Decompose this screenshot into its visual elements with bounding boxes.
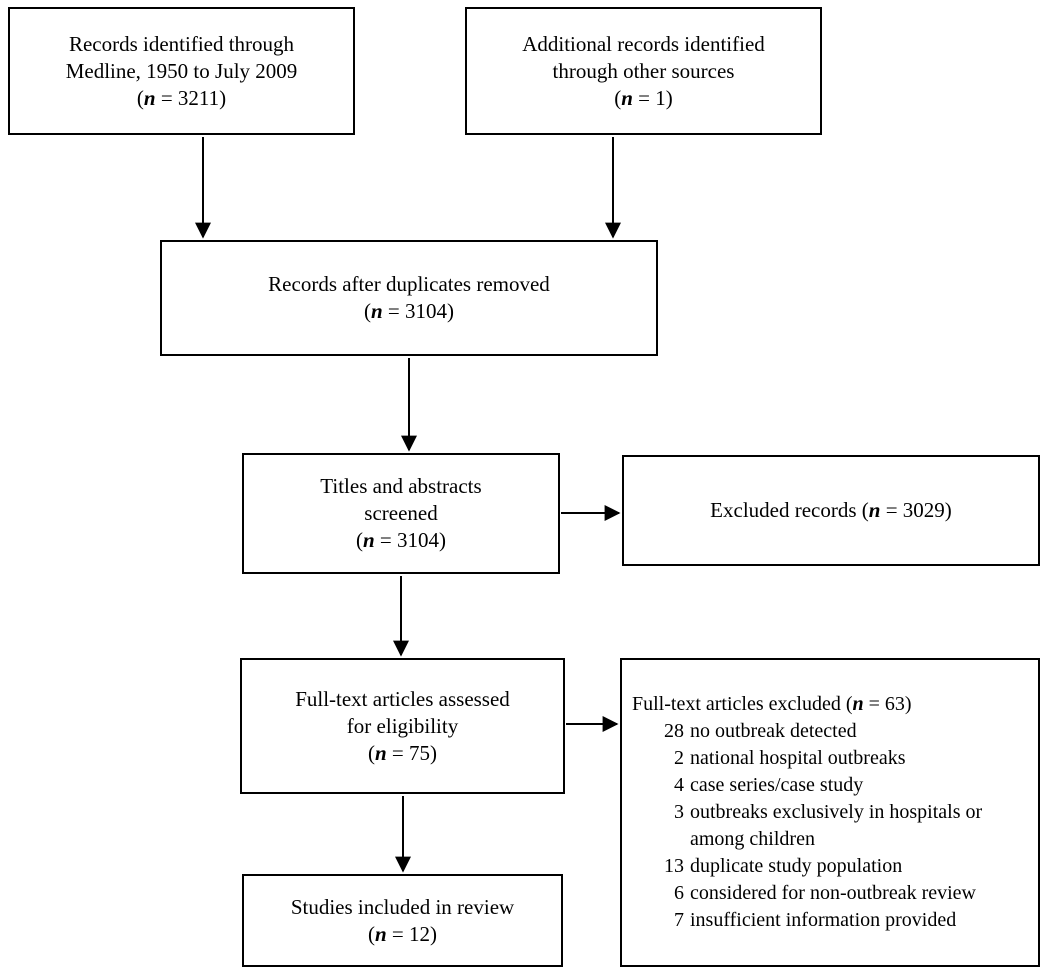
exclusion-reason-label: duplicate study population [690, 855, 903, 877]
box-text-line: Full-text articles assessed [295, 686, 510, 711]
box-text-line: (n = 75) [367, 740, 438, 765]
exclusion-reason-label: insufficient information provided [690, 909, 957, 931]
n-variable: n [374, 740, 387, 765]
exclusion-reason-count: 2 [674, 747, 684, 769]
exclusion-reason-item: 2 national hospital outbreaks [632, 745, 1032, 772]
box-studies-included-in-review: Studies included in review(n = 12) [242, 874, 563, 967]
exclusion-reason-label: no outbreak detected [690, 720, 857, 742]
box-text-line: Records after duplicates removed [268, 272, 550, 296]
box-text-line: screened [364, 501, 438, 525]
exclusion-reason-label: national hospital outbreaks [690, 747, 906, 769]
box-text-line: (n = 12) [367, 921, 438, 946]
box-text-line: (n = 3104) [355, 528, 447, 552]
exclusion-reason-count: 6 [674, 882, 684, 904]
box-text-line: Excluded records (n = 3029) [710, 498, 952, 522]
exclusion-reason-count: 4 [674, 774, 684, 796]
n-variable: n [852, 693, 864, 715]
n-variable: n [370, 299, 383, 323]
box-text-line: Studies included in review [290, 894, 515, 919]
exclusion-reason-item: 13 duplicate study population [632, 853, 1032, 880]
exclusion-reason-count: 13 [664, 855, 684, 877]
exclusion-reason-label: considered for non-outbreak review [690, 882, 976, 904]
n-variable: n [621, 85, 633, 110]
exclusion-reason-item: 7 insufficient information provided [632, 907, 1032, 934]
n-variable: n [868, 498, 881, 522]
box-text-line: through other sources [552, 58, 735, 83]
box-records-after-duplicates-removed: Records after duplicates removed (n = 310… [160, 240, 658, 356]
box-text-line: Titles and abstracts [320, 474, 482, 498]
exclusion-reason-count: 28 [664, 720, 684, 742]
box-titles-abstracts-screened: Titles and abstracts screened (n = 3104) [242, 453, 560, 574]
box-fulltext-articles-excluded: Full-text articles excluded (n = 63) 28 n… [620, 658, 1040, 967]
exclusion-reason-count: 7 [674, 909, 684, 931]
box-text-line: Medline, 1950 to July 2009 [65, 58, 298, 83]
exclusion-reason-item: 6 considered for non-outbreak review [632, 880, 1032, 907]
box-text-line: for eligibility [346, 713, 459, 738]
n-variable: n [374, 921, 387, 946]
exclusion-reason-label: outbreaks exclusively in hospitals or am… [690, 801, 983, 850]
exclusion-reason-item: 28 no outbreak detected [632, 718, 1032, 745]
box-excluded-records: Excluded records (n = 3029) [622, 455, 1040, 566]
exclusion-reason-count: 3 [674, 801, 684, 823]
box-text-line: (n = 3211) [136, 85, 227, 110]
fulltext-excluded-reason-list: 28 no outbreak detected 2 national hospital… [632, 718, 1032, 934]
exclusion-reason-item: 3 outbreaks exclusively in hospitals or a… [632, 799, 1032, 853]
box-text-line: (n = 1) [614, 85, 673, 110]
n-variable: n [143, 85, 156, 110]
fulltext-excluded-header: Full-text articles excluded (n = 63) [632, 693, 912, 715]
exclusion-reason-label: case series/case study [690, 774, 864, 796]
box-text-line: (n = 3104) [363, 299, 455, 323]
box-text-line: Additional records identified [522, 31, 765, 56]
exclusion-reason-item: 4 case series/case study [632, 772, 1032, 799]
n-variable: n [362, 528, 375, 552]
box-text-line: Records identified through [68, 31, 295, 56]
